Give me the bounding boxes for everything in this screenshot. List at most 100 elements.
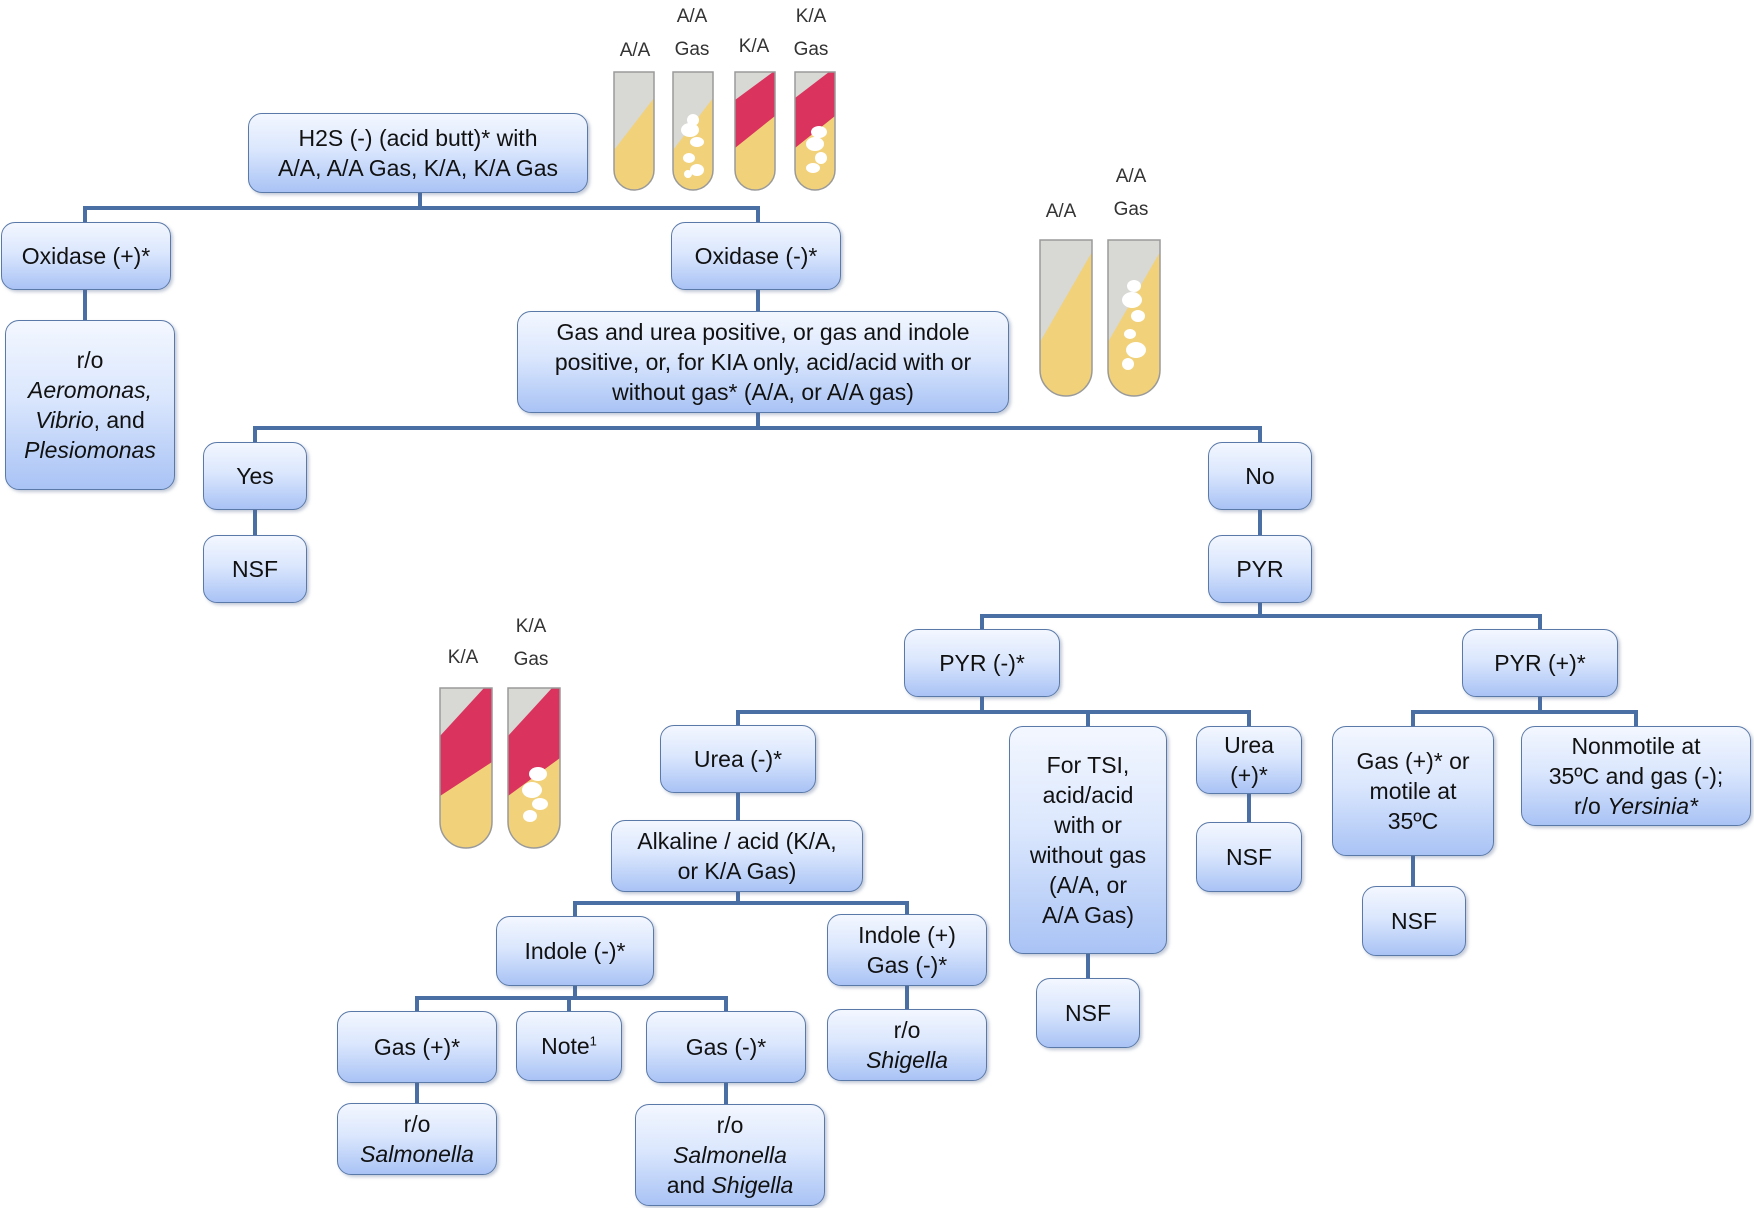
node-yes-nsf: NSF [203,535,307,603]
tube-label-text: Gas [1113,199,1149,220]
test-tube-ka-gas-top [794,71,836,191]
node-root-line2: A/A, A/A Gas, K/A, K/A Gas [278,155,558,181]
node-oxidase-negative-label: Oxidase (-)* [694,243,818,269]
gas-motile-line: motile at [1369,778,1457,804]
nsf-label: NSF [232,556,278,582]
tube-label-low-ka-gas: K/A Gas [496,610,566,676]
test-tube-aa-top [613,71,655,191]
alkaline-line: Alkaline / acid (K/A, [637,828,837,854]
node-pyr: PYR [1208,535,1312,603]
note-superscript: 1 [589,1033,597,1049]
no-label: No [1245,463,1275,489]
node-for-tsi-nsf: NSF [1036,978,1140,1048]
node-pyr-negative: PYR (-)* [904,629,1060,697]
node-indole-negative: Indole (-)* [496,916,654,986]
node-oxidase-negative: Oxidase (-)* [671,222,841,290]
node-pyr-positive: PYR (+)* [1462,629,1618,697]
question-line: positive, or, for KIA only, acid/acid wi… [554,349,972,375]
result-line: r/o [716,1112,744,1138]
tsi-line: without gas [1029,842,1147,868]
result-line: Salmonella [360,1141,474,1167]
node-oxidase-positive-result: r/o Aeromonas, Vibrio, and Plesiomonas [5,320,175,490]
question-line: without gas* (A/A, or A/A gas) [612,379,914,405]
node-gas-motile-nsf: NSF [1362,886,1466,956]
tube-label-low-ka: K/A [428,641,498,674]
tube-label-text: Gas [513,649,549,670]
node-gas-negative-result: r/o Salmonella and Shigella [635,1104,825,1206]
test-tube-ka-gas-low [507,687,561,849]
node-urea-negative: Urea (-)* [660,725,816,793]
pyr-positive-label: PYR (+)* [1494,650,1586,676]
node-nonmotile: Nonmotile at 35ºC and gas (-); r/o Yersi… [1521,726,1751,826]
tube-label-top-aa-gas: A/A Gas [657,0,727,66]
gas-motile-line: Gas (+)* or [1356,748,1470,774]
node-gas-motile: Gas (+)* or motile at 35ºC [1332,726,1494,856]
result-line: r/o [403,1111,431,1137]
vibrio-italic: Vibrio [35,407,94,433]
node-root-line1: H2S (-) (acid butt)* with [298,125,538,151]
node-gas-urea-question: Gas and urea positive, or gas and indole… [517,311,1009,413]
result-line: Plesiomonas [24,437,156,463]
test-tube-ka-low [439,687,493,849]
tube-label-text: A/A [676,6,708,27]
note-label: Note1 [541,1031,597,1061]
result-line: Shigella [866,1047,948,1073]
nsf-label: NSF [1065,1000,1111,1026]
nonmotile-line: r/o Yersinia* [1573,793,1698,819]
nonmotile-line: 35ºC and gas (-); [1548,763,1724,789]
tsi-line: (A/A, or [1049,872,1127,898]
node-indole-positive-result: r/o Shigella [827,1009,987,1081]
node-gas-negative: Gas (-)* [646,1011,806,1083]
node-yes: Yes [203,442,307,510]
nsf-label: NSF [1226,844,1272,870]
pyr-negative-label: PYR (-)* [939,650,1025,676]
tsi-line: with or [1054,812,1122,838]
nsf-label: NSF [1391,908,1437,934]
tube-label-text: A/A [1115,166,1147,187]
tube-label-top-ka: K/A [719,30,789,63]
tube-label-text: K/A [515,616,547,637]
urea-negative-label: Urea (-)* [693,746,783,772]
indole-positive-line: Indole (+) [858,922,956,948]
tsi-line: acid/acid [1042,782,1134,808]
pyr-label: PYR [1236,556,1284,582]
tube-label-text: K/A [738,36,770,57]
test-tube-aa-gas-mid [1107,239,1161,397]
tube-label-text: K/A [795,6,827,27]
test-tube-aa-mid [1039,239,1093,397]
test-tube-aa-gas-top [672,71,714,191]
tube-label-mid-aa: A/A [1026,195,1096,228]
yes-label: Yes [236,463,274,489]
result-line: Aeromonas, [27,377,152,403]
node-gas-positive: Gas (+)* [337,1011,497,1083]
urea-positive-line: (+)* [1230,762,1268,788]
tube-label-text: K/A [447,647,479,668]
node-for-tsi: For TSI, acid/acid with or without gas (… [1009,726,1167,954]
result-line: Vibrio, and [35,407,145,433]
tube-label-text: A/A [619,40,651,61]
result-line: r/o [76,347,104,373]
node-urea-positive: Urea (+)* [1196,726,1302,794]
node-no: No [1208,442,1312,510]
node-indole-positive: Indole (+) Gas (-)* [827,914,987,986]
gas-motile-line: 35ºC [1387,808,1439,834]
node-alkaline-acid: Alkaline / acid (K/A, or K/A Gas) [611,820,863,892]
alkaline-line: or K/A Gas) [677,858,797,884]
indole-positive-line: Gas (-)* [866,952,948,978]
urea-positive-line: Urea [1224,732,1274,758]
gas-positive-label: Gas (+)* [373,1034,461,1060]
nonmotile-line: Nonmotile at [1571,733,1701,759]
tube-label-text: A/A [1045,201,1077,222]
tube-label-mid-aa-gas: A/A Gas [1096,160,1166,226]
tube-label-text: Gas [674,39,710,60]
result-line: Salmonella [673,1142,787,1168]
result-line-mixed: and Shigella [666,1172,794,1198]
node-note: Note1 [516,1011,622,1081]
node-oxidase-positive: Oxidase (+)* [1,222,171,290]
node-urea-positive-nsf: NSF [1196,822,1302,892]
result-line: r/o [893,1017,921,1043]
node-root: H2S (-) (acid butt)* with A/A, A/A Gas, … [248,113,588,193]
test-tube-ka-top [734,71,776,191]
tube-label-top-aa: A/A [600,34,670,67]
